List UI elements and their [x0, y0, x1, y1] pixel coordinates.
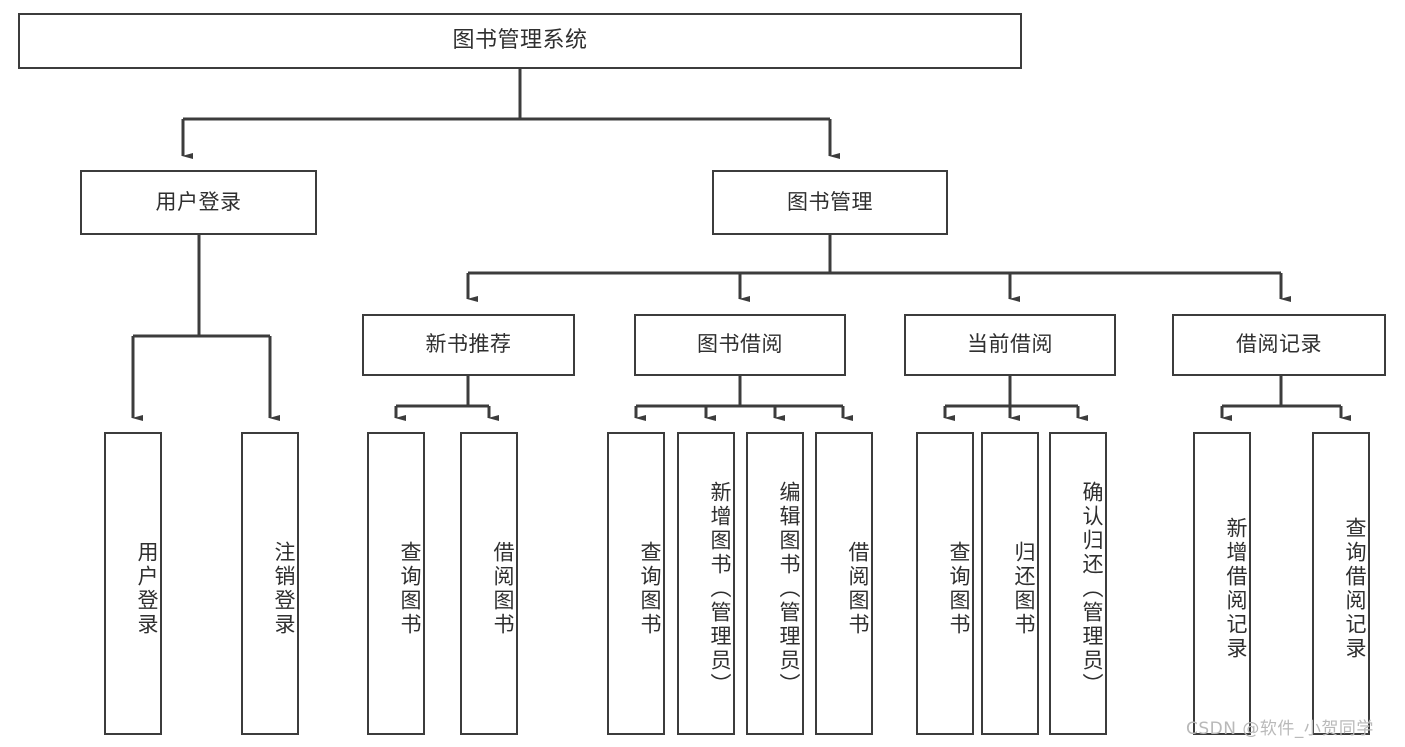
node-label: 归还图书 [1012, 540, 1036, 637]
leaf-borrow-record-query[interactable]: 查询借阅记录 [1312, 432, 1370, 735]
leaf-user-login-logout[interactable]: 注销登录 [241, 432, 299, 735]
node-label: 查询图书 [398, 540, 422, 637]
node-label: 图书管理系统 [452, 27, 588, 53]
leaf-borrow-record-add[interactable]: 新增借阅记录 [1193, 432, 1251, 735]
node-label: 用户登录 [155, 189, 242, 214]
node-book-management[interactable]: 图书管理 [712, 170, 948, 235]
watermark: CSDN @软件_小贺同学 [1186, 719, 1374, 739]
node-borrow-record[interactable]: 借阅记录 [1172, 314, 1386, 376]
node-label: 用户登录 [135, 540, 159, 637]
leaf-book-borrow-edit[interactable]: 编辑图书（管理员） [746, 432, 804, 735]
node-label: 借阅图书 [846, 540, 870, 637]
node-book-borrow[interactable]: 图书借阅 [634, 314, 846, 376]
node-label: 新增借阅记录 [1224, 516, 1248, 661]
node-label: 查询图书 [947, 540, 971, 637]
node-label: 编辑图书（管理员） [777, 480, 801, 697]
node-label: 确认归还（管理员） [1080, 480, 1104, 697]
node-label: 查询图书 [638, 540, 662, 637]
node-label: 注销登录 [272, 540, 296, 637]
node-label: 图书借阅 [697, 332, 783, 357]
leaf-book-borrow-borrow[interactable]: 借阅图书 [815, 432, 873, 735]
leaf-current-borrow-confirm-return[interactable]: 确认归还（管理员） [1049, 432, 1107, 735]
node-root-system[interactable]: 图书管理系统 [18, 13, 1022, 69]
node-label: 查询借阅记录 [1343, 516, 1367, 661]
node-current-borrow[interactable]: 当前借阅 [904, 314, 1116, 376]
node-label: 新增图书（管理员） [708, 480, 732, 697]
node-label: 借阅图书 [491, 540, 515, 637]
leaf-book-borrow-add[interactable]: 新增图书（管理员） [677, 432, 735, 735]
node-new-book-recommend[interactable]: 新书推荐 [362, 314, 575, 376]
leaf-user-login-login[interactable]: 用户登录 [104, 432, 162, 735]
node-label: 借阅记录 [1236, 332, 1322, 357]
leaf-current-borrow-query[interactable]: 查询图书 [916, 432, 974, 735]
leaf-new-book-borrow[interactable]: 借阅图书 [460, 432, 518, 735]
node-label: 图书管理 [787, 189, 873, 214]
leaf-new-book-query[interactable]: 查询图书 [367, 432, 425, 735]
node-user-login[interactable]: 用户登录 [80, 170, 317, 235]
node-label: 新书推荐 [425, 332, 512, 357]
node-label: 当前借阅 [967, 332, 1053, 357]
leaf-current-borrow-return[interactable]: 归还图书 [981, 432, 1039, 735]
leaf-book-borrow-query[interactable]: 查询图书 [607, 432, 665, 735]
